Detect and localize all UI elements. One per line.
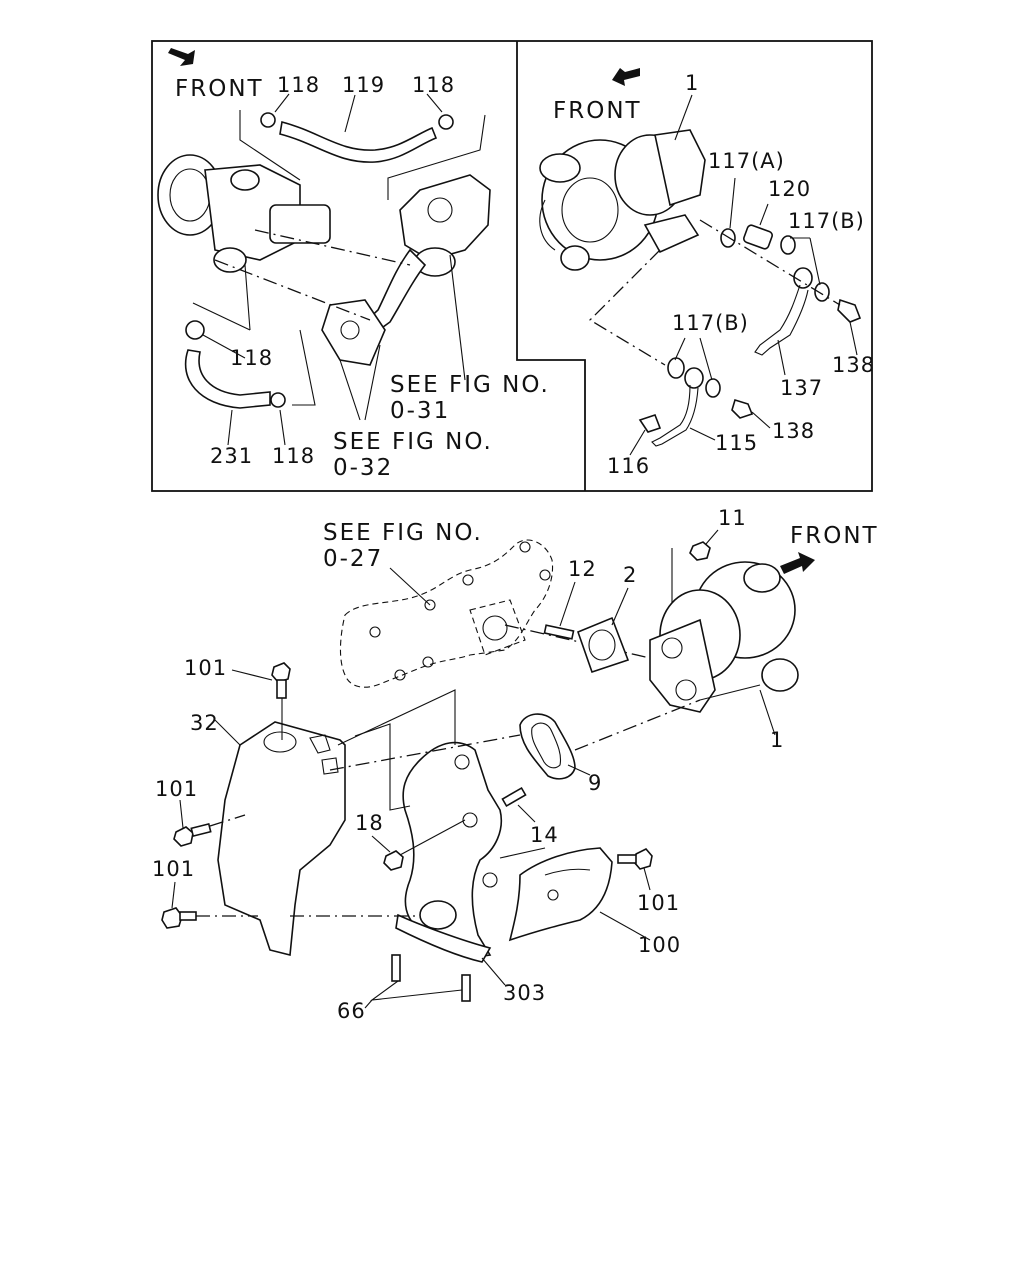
gasket-9 (329, 699, 701, 780)
callout-101-lower: 101 (152, 857, 195, 881)
front-arrow-icon (168, 48, 195, 66)
heat-shield-32 (214, 719, 346, 957)
callout-115: 115 (715, 431, 758, 455)
front-arrow-icon-right (612, 68, 640, 86)
front-label-right: FRONT (553, 98, 642, 124)
callout-118-top-left: 118 (277, 73, 320, 97)
hose-231 (184, 320, 286, 446)
callout-118-top-right: 118 (412, 73, 455, 97)
callout-303: 303 (503, 981, 546, 1005)
water-pipe-assembly (321, 174, 491, 366)
see-fig-027-line1: SEE FIG NO. (323, 520, 483, 546)
oil-return-fittings (588, 249, 771, 456)
callout-101-left: 101 (155, 777, 198, 801)
oil-feed-fittings (699, 177, 862, 376)
callout-11: 11 (718, 506, 747, 530)
bolt-101-left (173, 799, 246, 847)
turbocharger-top-right (539, 94, 706, 271)
callout-66: 66 (337, 999, 366, 1023)
nut-18 (371, 819, 466, 871)
callout-18: 18 (355, 811, 384, 835)
exhaust-pipe-adapter (290, 689, 502, 963)
gasket-2 (576, 587, 630, 674)
callout-2: 2 (623, 563, 637, 587)
callout-1-top: 1 (685, 71, 699, 95)
callout-117b-top: 117(B) (788, 209, 865, 233)
see-fig-027-line2: 0-27 (323, 546, 383, 572)
callout-14: 14 (530, 823, 559, 847)
turbocharger-bottom (649, 561, 799, 736)
callout-138-bottom: 138 (772, 419, 815, 443)
callout-137: 137 (780, 376, 823, 400)
callout-101-right: 101 (637, 891, 680, 915)
turbo-assembly-left (157, 154, 331, 331)
front-label-left: FRONT (175, 76, 264, 102)
callout-118-bottom: 118 (272, 444, 315, 468)
callout-101-top: 101 (184, 656, 227, 680)
exhaust-manifold-reference (339, 539, 554, 688)
panel-top-left: FRONT 118 119 118 118 231 118 SEE FIG NO… (157, 48, 550, 481)
studs-66 (364, 954, 471, 1009)
front-arrow-icon-bottom (780, 552, 815, 574)
callout-117a: 117(A) (708, 149, 785, 173)
front-label-bottom: FRONT (790, 523, 879, 549)
callout-138-top: 138 (832, 353, 875, 377)
stud-12 (543, 581, 576, 640)
see-fig-031-line2: 0-31 (390, 398, 450, 424)
bolt-101-top (231, 662, 291, 740)
panel-top-right: FRONT 1 117(A) 120 117(B) 138 137 117(B)… (539, 68, 875, 478)
bolt-101-lower (161, 881, 258, 929)
callout-116: 116 (607, 454, 650, 478)
see-fig-032-line1: SEE FIG NO. (333, 429, 493, 455)
callout-117b-bottom: 117(B) (672, 311, 749, 335)
callout-12: 12 (568, 557, 597, 581)
see-fig-031-line1: SEE FIG NO. (390, 372, 550, 398)
callout-119: 119 (342, 73, 385, 97)
callout-9: 9 (588, 771, 602, 795)
bottom-section: SEE FIG NO. 0-27 FRONT 11 12 2 1 101 32 … (152, 506, 879, 1023)
callout-231: 231 (210, 444, 253, 468)
callout-120: 120 (768, 177, 811, 201)
bolt-101-right (617, 848, 653, 891)
hose-119 (260, 93, 454, 163)
see-fig-032-line2: 0-32 (333, 455, 393, 481)
stud-14 (501, 786, 536, 823)
callout-1-bottom: 1 (770, 728, 784, 752)
leader-303 (481, 957, 506, 986)
top-frame (151, 40, 873, 492)
heat-shield-100 (499, 847, 651, 942)
callout-118-mid: 118 (230, 346, 273, 370)
callout-32: 32 (190, 711, 219, 735)
